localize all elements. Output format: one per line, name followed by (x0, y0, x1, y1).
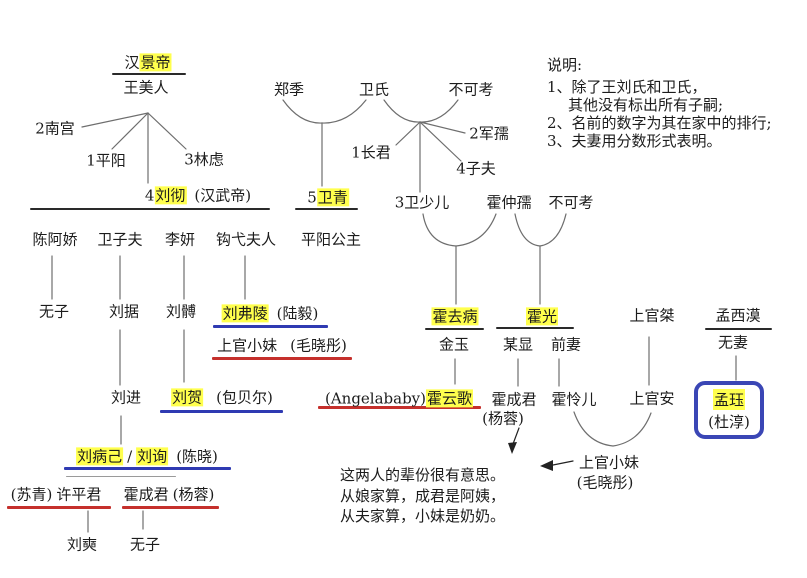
person-bukekao-1: 不可考 (448, 80, 494, 99)
fraction-bar-jingdi (112, 73, 186, 75)
person-li-yan: 李妍 (164, 230, 196, 249)
fraction-bar-bingji (66, 476, 176, 477)
underline-xiaomei-red (212, 357, 352, 360)
person-liu-jin: 刘进 (110, 388, 142, 407)
fraction-bar-liuche (30, 208, 270, 210)
person-liu-bingji: 刘病己/刘询(陈晓) (76, 447, 218, 466)
person-wuqi: 无妻 (717, 333, 749, 352)
person-huo-chengjun: 霍成君 (491, 390, 537, 409)
person-xu-pingjun: (苏青)许平君 (10, 485, 102, 504)
actor-du-chun: (杜淳) (708, 412, 750, 431)
person-liu-shi: 刘奭 (66, 535, 98, 554)
person-nangong: 2南宫 (35, 119, 75, 138)
arrowhead-left (540, 460, 553, 471)
edge-zhongru-bukekao-v (514, 213, 567, 247)
person-huo-guang: 霍光 (525, 307, 559, 326)
edge-lianer-an-v (573, 411, 652, 447)
person-meng-ximo: 孟西漠 (715, 306, 761, 325)
highlight-box-meng-jue: 孟珏 (杜淳) (694, 381, 764, 439)
note-line-2: 从娘家算，成君是阿姨， (340, 487, 506, 505)
person-shangguan-jie: 上官桀 (629, 306, 675, 325)
legend-line-4: 3、夫妻用分数形式表明。 (547, 132, 722, 150)
person-wei-qing: 5卫青 (307, 188, 349, 207)
legend-line-2: 其他没有标出所有子嗣; (568, 96, 724, 114)
person-wang-meiren: 王美人 (123, 78, 169, 97)
person-zifu: 4子夫 (456, 159, 496, 178)
person-zheng-ji: 郑季 (273, 80, 305, 99)
underline-bingji-blue (64, 467, 231, 470)
legend-line-3: 2、名前的数字为其在家中的排行; (547, 114, 772, 132)
person-shangguan-an: 上官安 (629, 389, 675, 408)
underline-fuling-blue (213, 325, 328, 328)
person-junru: 2军孺 (469, 124, 509, 143)
underline-pingjun-red (7, 506, 111, 509)
edge-jingdi-pingyang (111, 112, 149, 150)
person-linlv: 3林虑 (184, 150, 224, 169)
person-liu-fuling: 刘弗陵(陆毅) (221, 304, 319, 323)
fraction-bar-huoguang (496, 327, 574, 329)
legend-line-1: 1、除了王刘氏和卫氏， (547, 78, 707, 96)
person-wuzi-2: 无子 (129, 535, 161, 554)
edge-weishi-bukekao-u (383, 99, 459, 123)
edge-to-changjun (395, 121, 421, 146)
legend-title: 说明: (547, 56, 583, 74)
person-shangguan-xiaomei: 上官小妹 (578, 453, 640, 472)
person-huo-chengjun-wife: 霍成君(杨蓉) (123, 485, 215, 504)
person-shangguan-xiaomei-wife: 上官小妹(毛晓彤) (217, 336, 347, 355)
fraction-bar-qubing (425, 328, 484, 330)
person-qianqi: 前妻 (550, 335, 582, 354)
person-liu-che: 4刘彻(汉武帝) (144, 186, 252, 205)
underline-liuhe-blue (160, 410, 283, 413)
person-wei-zifu: 卫子夫 (97, 230, 143, 249)
underline-chengjun-red (122, 506, 219, 509)
person-pingyang-gongzhu: 平阳公主 (300, 230, 362, 249)
person-bukekao-2: 不可考 (548, 193, 594, 212)
person-liu-ju: 刘据 (108, 302, 140, 321)
person-wuzi-1: 无子 (38, 302, 70, 321)
actor-yangrong: (杨蓉) (482, 409, 524, 428)
person-wei-shi: 卫氏 (358, 80, 390, 99)
underline-yunge-red (318, 406, 481, 409)
note-line-1: 这两人的辈份很有意思。 (340, 466, 506, 484)
person-mouxian: 某显 (502, 335, 534, 354)
person-liu-bo: 刘髆 (165, 302, 197, 321)
person-liu-he: 刘贺(包贝尔) (171, 388, 273, 407)
edge-jingdi-nangong (81, 112, 149, 128)
person-jinyu: 金玉 (438, 335, 470, 354)
edge-to-zifu (419, 121, 462, 162)
arrow-chengjun-to-note (512, 427, 520, 445)
person-huo-zhongru: 霍仲孺 (486, 193, 532, 212)
person-han-jingdi: 汉景帝 (124, 53, 172, 72)
person-pingyang-sister: 1平阳 (86, 151, 126, 170)
arrow-xiaomei-to-note (552, 460, 574, 466)
actor-mao-xiaotong: (毛晓彤) (576, 473, 634, 492)
person-wei-shaoer: 3卫少儿 (394, 193, 450, 212)
person-chen-ajiao: 陈阿娇 (32, 230, 78, 249)
edge-shaoer-zhongru-v (422, 213, 497, 247)
edge-to-junru (419, 121, 466, 134)
person-huo-qubing: 霍去病 (431, 307, 479, 326)
person-changjun: 1长君 (351, 143, 391, 162)
note-line-3: 从夫家算，小妹是奶奶。 (340, 507, 506, 525)
person-meng-jue: 孟珏 (712, 388, 745, 410)
person-huo-lianer: 霍怜儿 (551, 390, 597, 409)
person-huo-yunge: (Angelababy)霍云歌 (324, 389, 474, 408)
fraction-bar-weiqing (295, 208, 358, 210)
fraction-bar-ximo (705, 328, 772, 330)
arrowhead-down (508, 442, 517, 454)
edge-jingdi-linlv (147, 112, 187, 150)
edge-zhengji-weishi-u (282, 99, 367, 124)
person-gouyi-furen: 钩弋夫人 (215, 230, 277, 249)
